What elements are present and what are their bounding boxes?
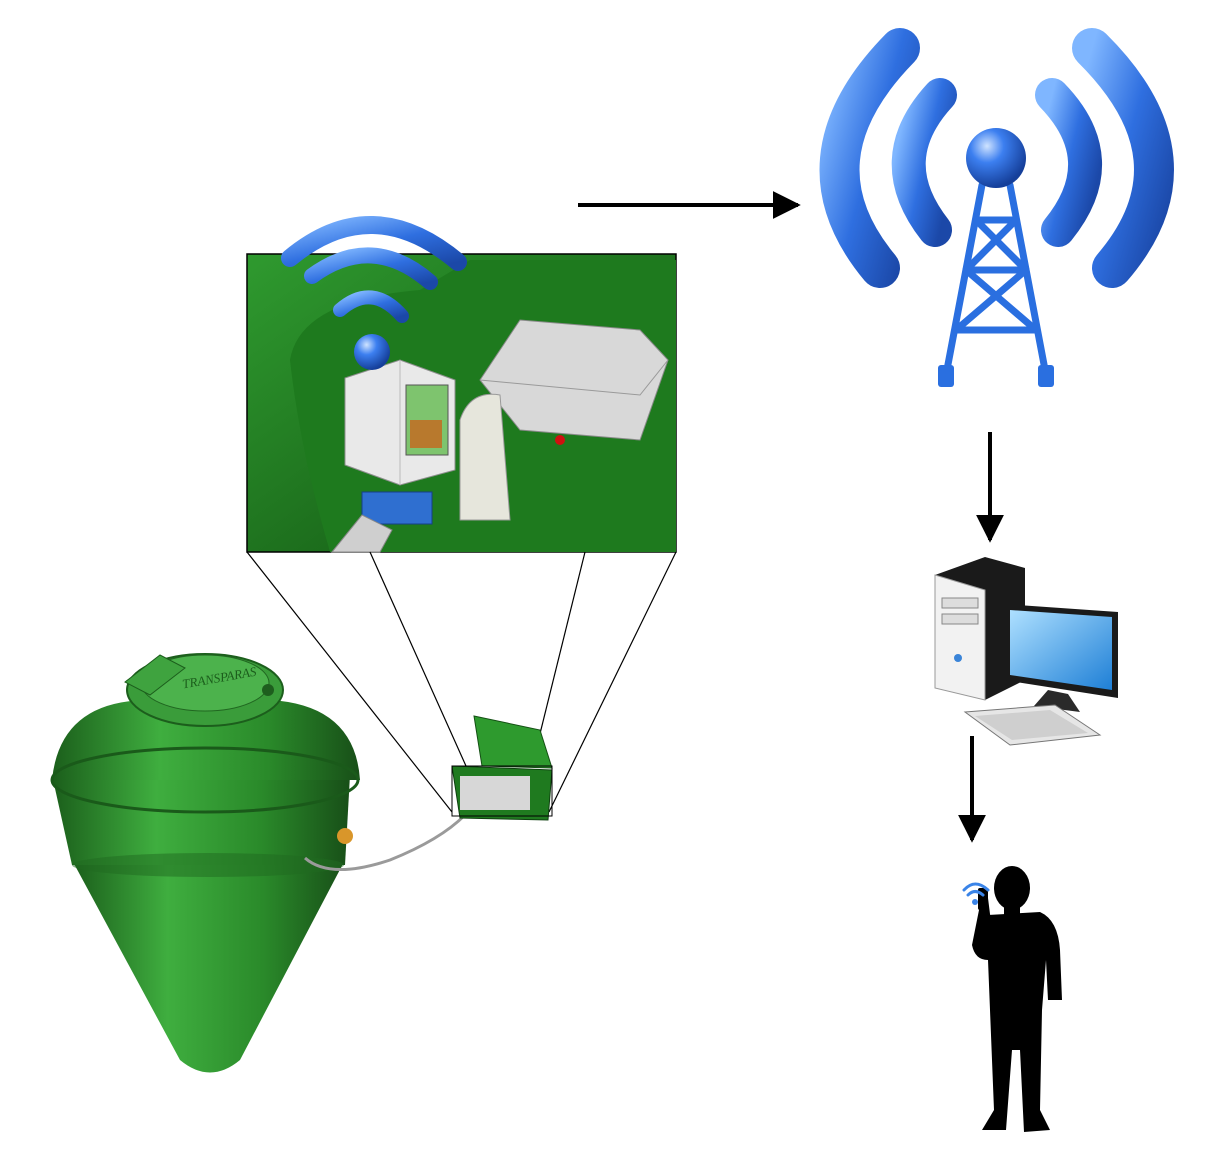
desktop-computer <box>934 557 1118 746</box>
control-box <box>451 715 553 821</box>
pump-housing <box>459 319 669 521</box>
controller-unit <box>344 359 456 486</box>
septic-tank: TRANSPARAS <box>50 653 360 1073</box>
phone-wifi-icon <box>962 882 990 897</box>
user-with-phone <box>962 866 1062 1132</box>
sensor-cable <box>304 813 467 871</box>
monitor-icon <box>1003 604 1118 712</box>
outlet-fitting <box>337 828 353 844</box>
keyboard-icon <box>963 704 1102 746</box>
radio-tower <box>819 28 1174 387</box>
wifi-dot-icon <box>354 334 390 370</box>
flow-arrows <box>578 191 1004 843</box>
zoom-projection-lines <box>246 551 677 813</box>
person-silhouette-icon <box>972 866 1062 1132</box>
wifi-icon <box>281 216 467 323</box>
signal-waves-icon <box>819 28 1174 288</box>
computer-tower-icon <box>934 557 1025 701</box>
blue-connector <box>361 491 433 525</box>
control-box-detail <box>246 216 677 553</box>
tower-icon <box>942 181 1050 379</box>
